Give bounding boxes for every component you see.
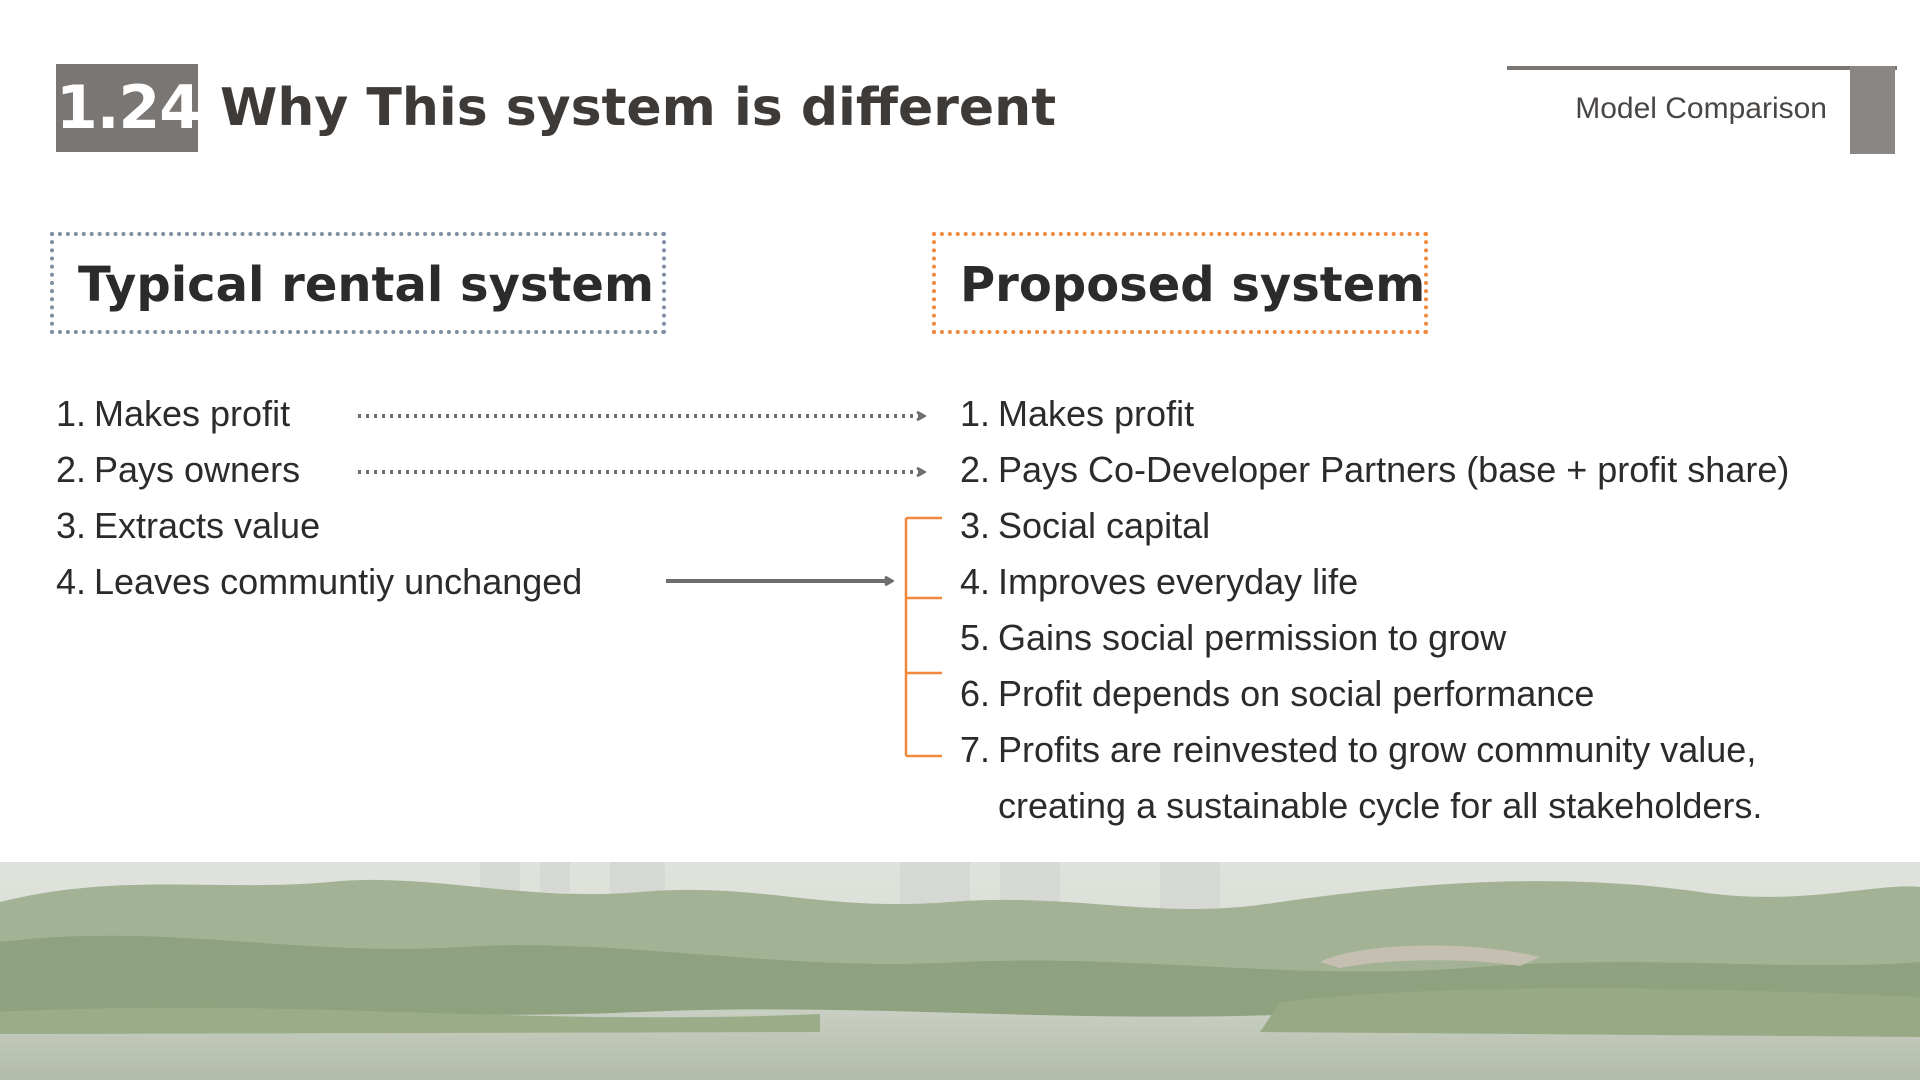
connector-layer <box>358 0 942 758</box>
item-number: 2. <box>56 449 87 490</box>
proposed-system-heading: Proposed system <box>932 232 1428 334</box>
bracket <box>904 516 942 758</box>
list-item: 2.Pays owners <box>56 442 582 498</box>
landscape-illustration <box>0 862 1920 1080</box>
section-number-badge: 1.24 <box>56 64 201 152</box>
item-text: Extracts value <box>94 505 321 546</box>
item-number: 4. <box>960 561 991 602</box>
item-text: Pays owners <box>94 449 301 490</box>
item-text: Leaves communtiy unchanged <box>94 561 583 602</box>
item-text: Makes profit <box>94 393 291 434</box>
list-item: 3.Extracts value <box>56 498 582 554</box>
item-text: Pays Co-Developer Partners (base + profi… <box>998 449 1790 490</box>
list-item: 5.Gains social permission to grow <box>960 610 1858 666</box>
list-item: 3.Social capital <box>960 498 1858 554</box>
item-text: Profits are reinvested to grow community… <box>998 729 1763 826</box>
page-title: Why This system is different <box>220 78 1057 138</box>
item-text: Gains social permission to grow <box>998 617 1507 658</box>
tag-divider-line <box>1507 66 1897 70</box>
typical-system-title: Typical rental system <box>78 257 654 313</box>
item-number: 6. <box>960 673 991 714</box>
typical-system-list: 1.Makes profit 2.Pays owners 3.Extracts … <box>56 386 582 610</box>
item-number: 7. <box>960 729 991 770</box>
item-text: Profit depends on social performance <box>998 673 1595 714</box>
tag-accent-block <box>1850 66 1895 154</box>
item-number: 5. <box>960 617 991 658</box>
list-item: 1.Makes profit <box>56 386 582 442</box>
section-tag: Model Comparison <box>1575 92 1827 125</box>
item-text: Makes profit <box>998 393 1195 434</box>
proposed-system-title: Proposed system <box>960 257 1426 313</box>
list-item: 6.Profit depends on social performance <box>960 666 1858 722</box>
list-item: 7.Profits are reinvested to grow communi… <box>960 722 1858 834</box>
list-item: 4.Leaves communtiy unchanged <box>56 554 582 610</box>
list-item: 1.Makes profit <box>960 386 1858 442</box>
proposed-system-list: 1.Makes profit 2.Pays Co-Developer Partn… <box>960 386 1858 834</box>
list-item: 4.Improves everyday life <box>960 554 1858 610</box>
list-item: 2.Pays Co-Developer Partners (base + pro… <box>960 442 1858 498</box>
item-number: 3. <box>960 505 991 546</box>
item-text: Improves everyday life <box>998 561 1359 602</box>
item-number: 4. <box>56 561 87 602</box>
item-number: 3. <box>56 505 87 546</box>
landscape-photo <box>0 862 1920 1080</box>
item-number: 1. <box>56 393 87 434</box>
item-text: Social capital <box>998 505 1211 546</box>
item-number: 1. <box>960 393 991 434</box>
item-number: 2. <box>960 449 991 490</box>
typical-system-heading: Typical rental system <box>50 232 666 334</box>
